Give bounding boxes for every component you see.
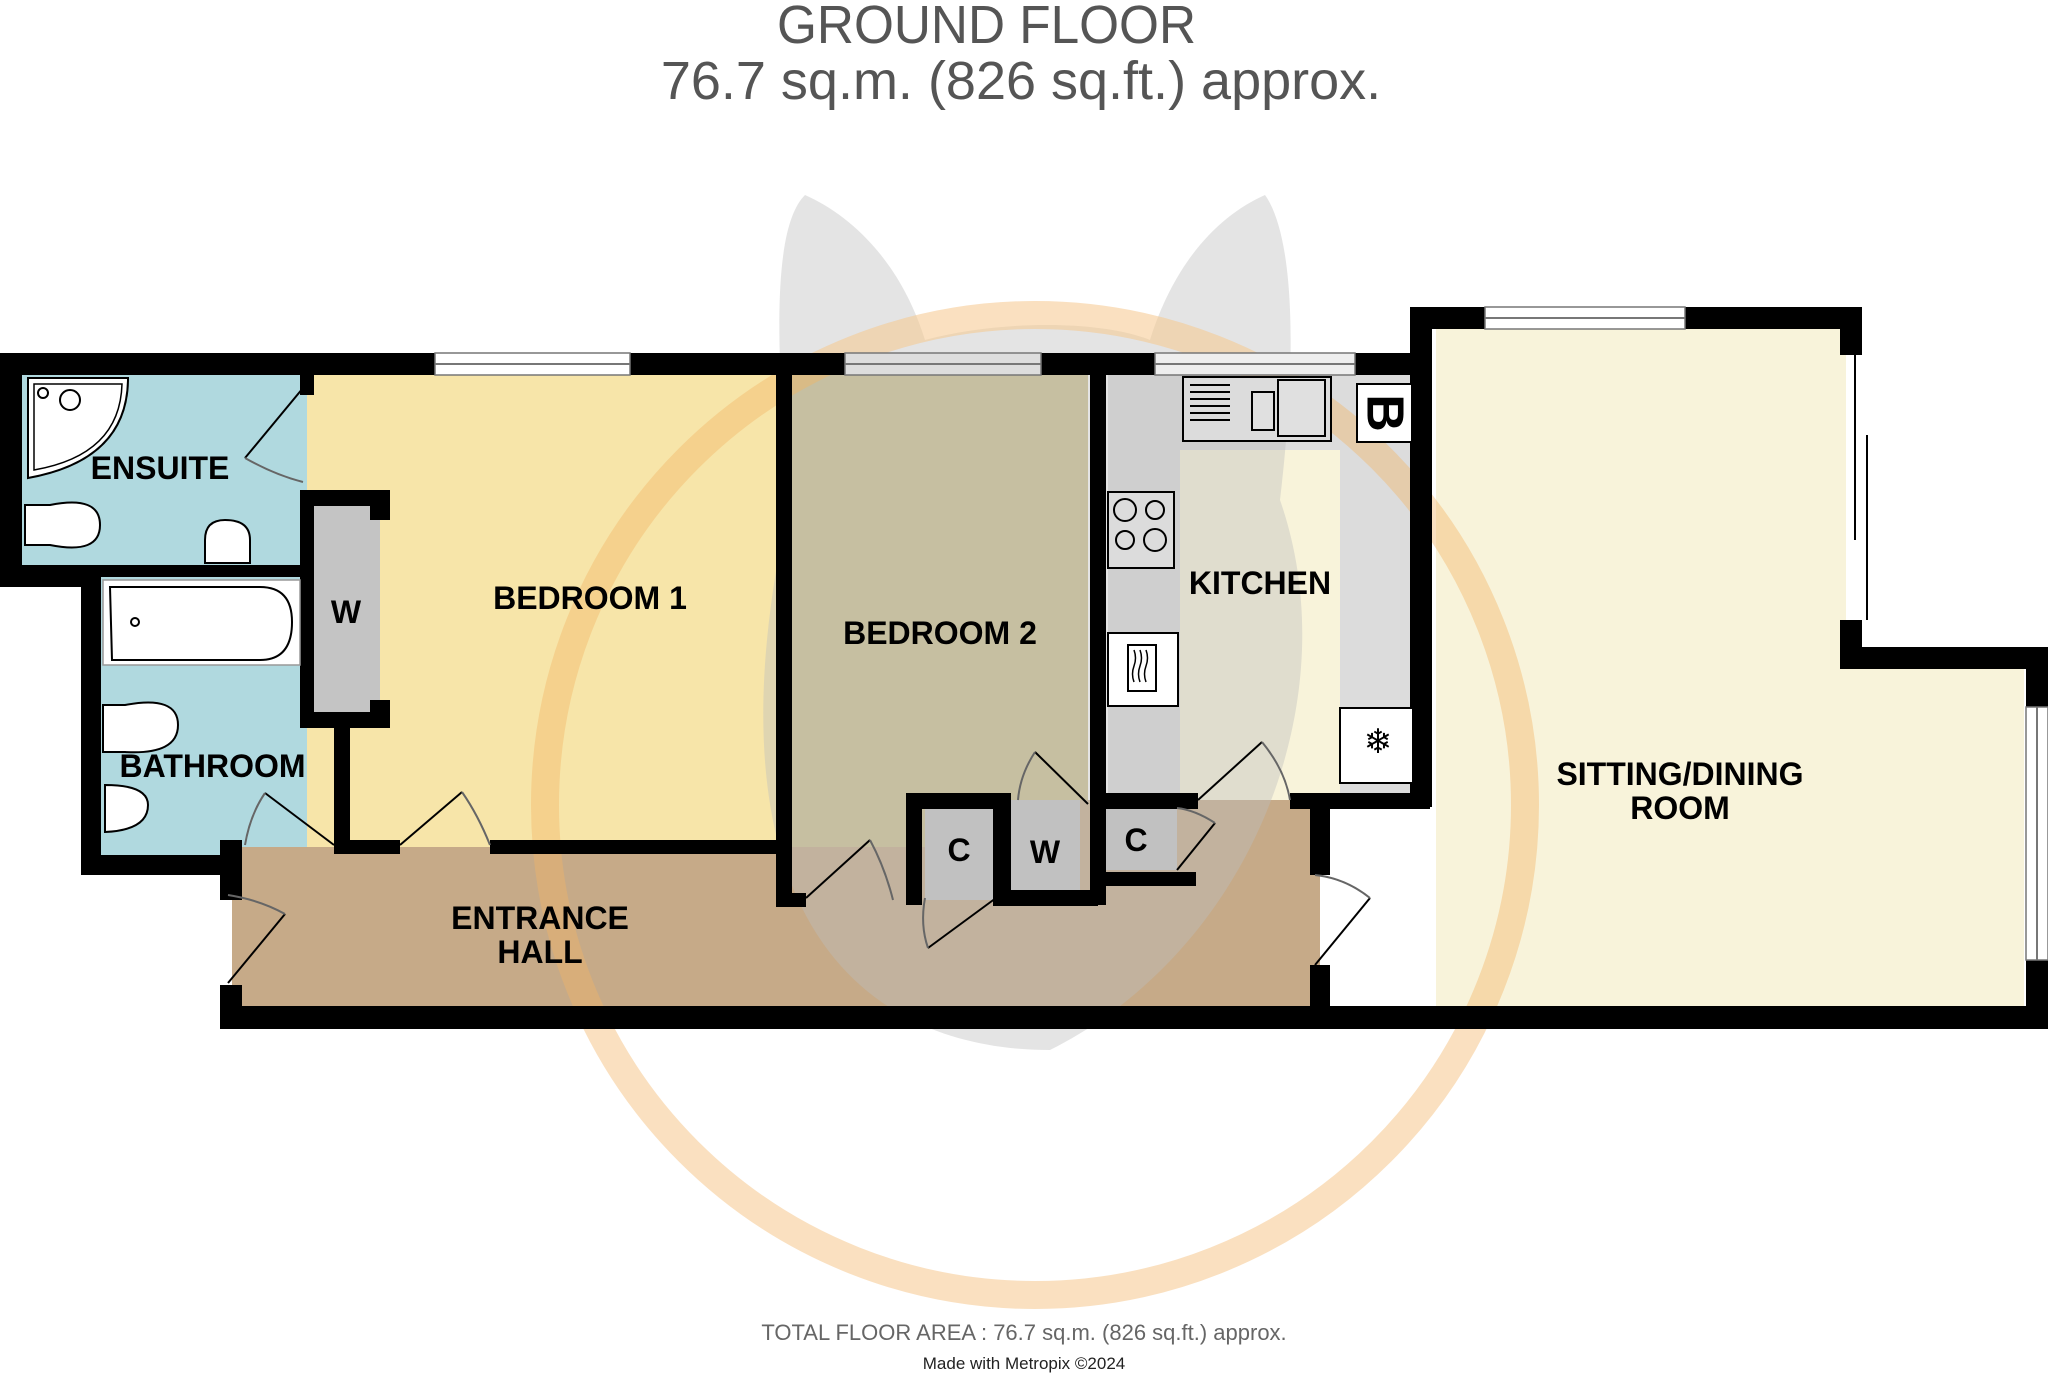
- floor-name: GROUND FLOOR: [777, 0, 1197, 55]
- bathroom-label: BATHROOM: [119, 748, 306, 784]
- wardrobe-mid-label: W: [1029, 834, 1061, 870]
- boiler-label: B: [1355, 394, 1414, 432]
- bedroom1-label: BEDROOM 1: [493, 580, 687, 616]
- walls: [0, 307, 2048, 1029]
- total-floor-area: TOTAL FLOOR AREA : 76.7 sq.m. (826 sq.ft…: [761, 1320, 1287, 1345]
- basin-ensuite-icon: [204, 518, 251, 564]
- ensuite-fixtures: [24, 377, 251, 564]
- cupboard-left-label: C: [947, 832, 971, 868]
- toilet-bathroom-icon: [102, 701, 180, 754]
- floor-area-heading: 76.7 sq.m. (826 sq.ft.) approx.: [0, 50, 2048, 112]
- kitchen-label: KITCHEN: [1188, 565, 1332, 601]
- entrance-hall-label: ENTRANCE HALL: [420, 900, 660, 970]
- windows: [434, 306, 2048, 961]
- bathroom-fixtures: [102, 579, 301, 834]
- watermark-logo: [531, 195, 1539, 1309]
- sitting-dining-label: SITTING/DINING ROOM: [1500, 756, 1860, 826]
- sitting-label-line1: SITTING/DINING: [1556, 756, 1804, 792]
- wardrobe-mid: [1010, 800, 1080, 892]
- sitting-label-line2: ROOM: [1630, 789, 1730, 826]
- cupboard-left: [925, 808, 993, 900]
- corner-shower-icon: [27, 377, 130, 480]
- sitting-floor-ext: [1846, 665, 2024, 1007]
- doors: [227, 387, 1371, 984]
- floor-title: GROUND FLOOR: [0, 0, 2048, 56]
- ensuite-label: ENSUITE: [90, 450, 230, 486]
- fridge-freezer-icon: [1339, 707, 1414, 784]
- floor-area: 76.7 sq.m. (826 sq.ft.) approx.: [660, 51, 1382, 111]
- bedroom2-label: BEDROOM 2: [843, 615, 1037, 651]
- cupboard-right-label: C: [1124, 822, 1148, 858]
- basin-bathroom-icon: [104, 783, 150, 834]
- kitchen-fixtures: [1107, 376, 1414, 784]
- hob-icon: [1107, 491, 1175, 569]
- hall-label-line1: ENTRANCE: [451, 900, 629, 936]
- credit-text: Made with Metropix ©2024: [922, 1354, 1126, 1373]
- wardrobe-bed1: [312, 505, 380, 715]
- freezer-snowflake-icon: ❄: [1363, 723, 1393, 761]
- sitting-floor: [1436, 327, 1846, 1007]
- toilet-ensuite-icon: [24, 501, 102, 549]
- boiler-box: [1356, 383, 1413, 443]
- hall-label-line2: HALL: [497, 933, 583, 970]
- wardrobe-bed1-label: W: [330, 594, 362, 630]
- cupboard-right: [1105, 808, 1177, 870]
- bedroom1-floor: [307, 375, 782, 847]
